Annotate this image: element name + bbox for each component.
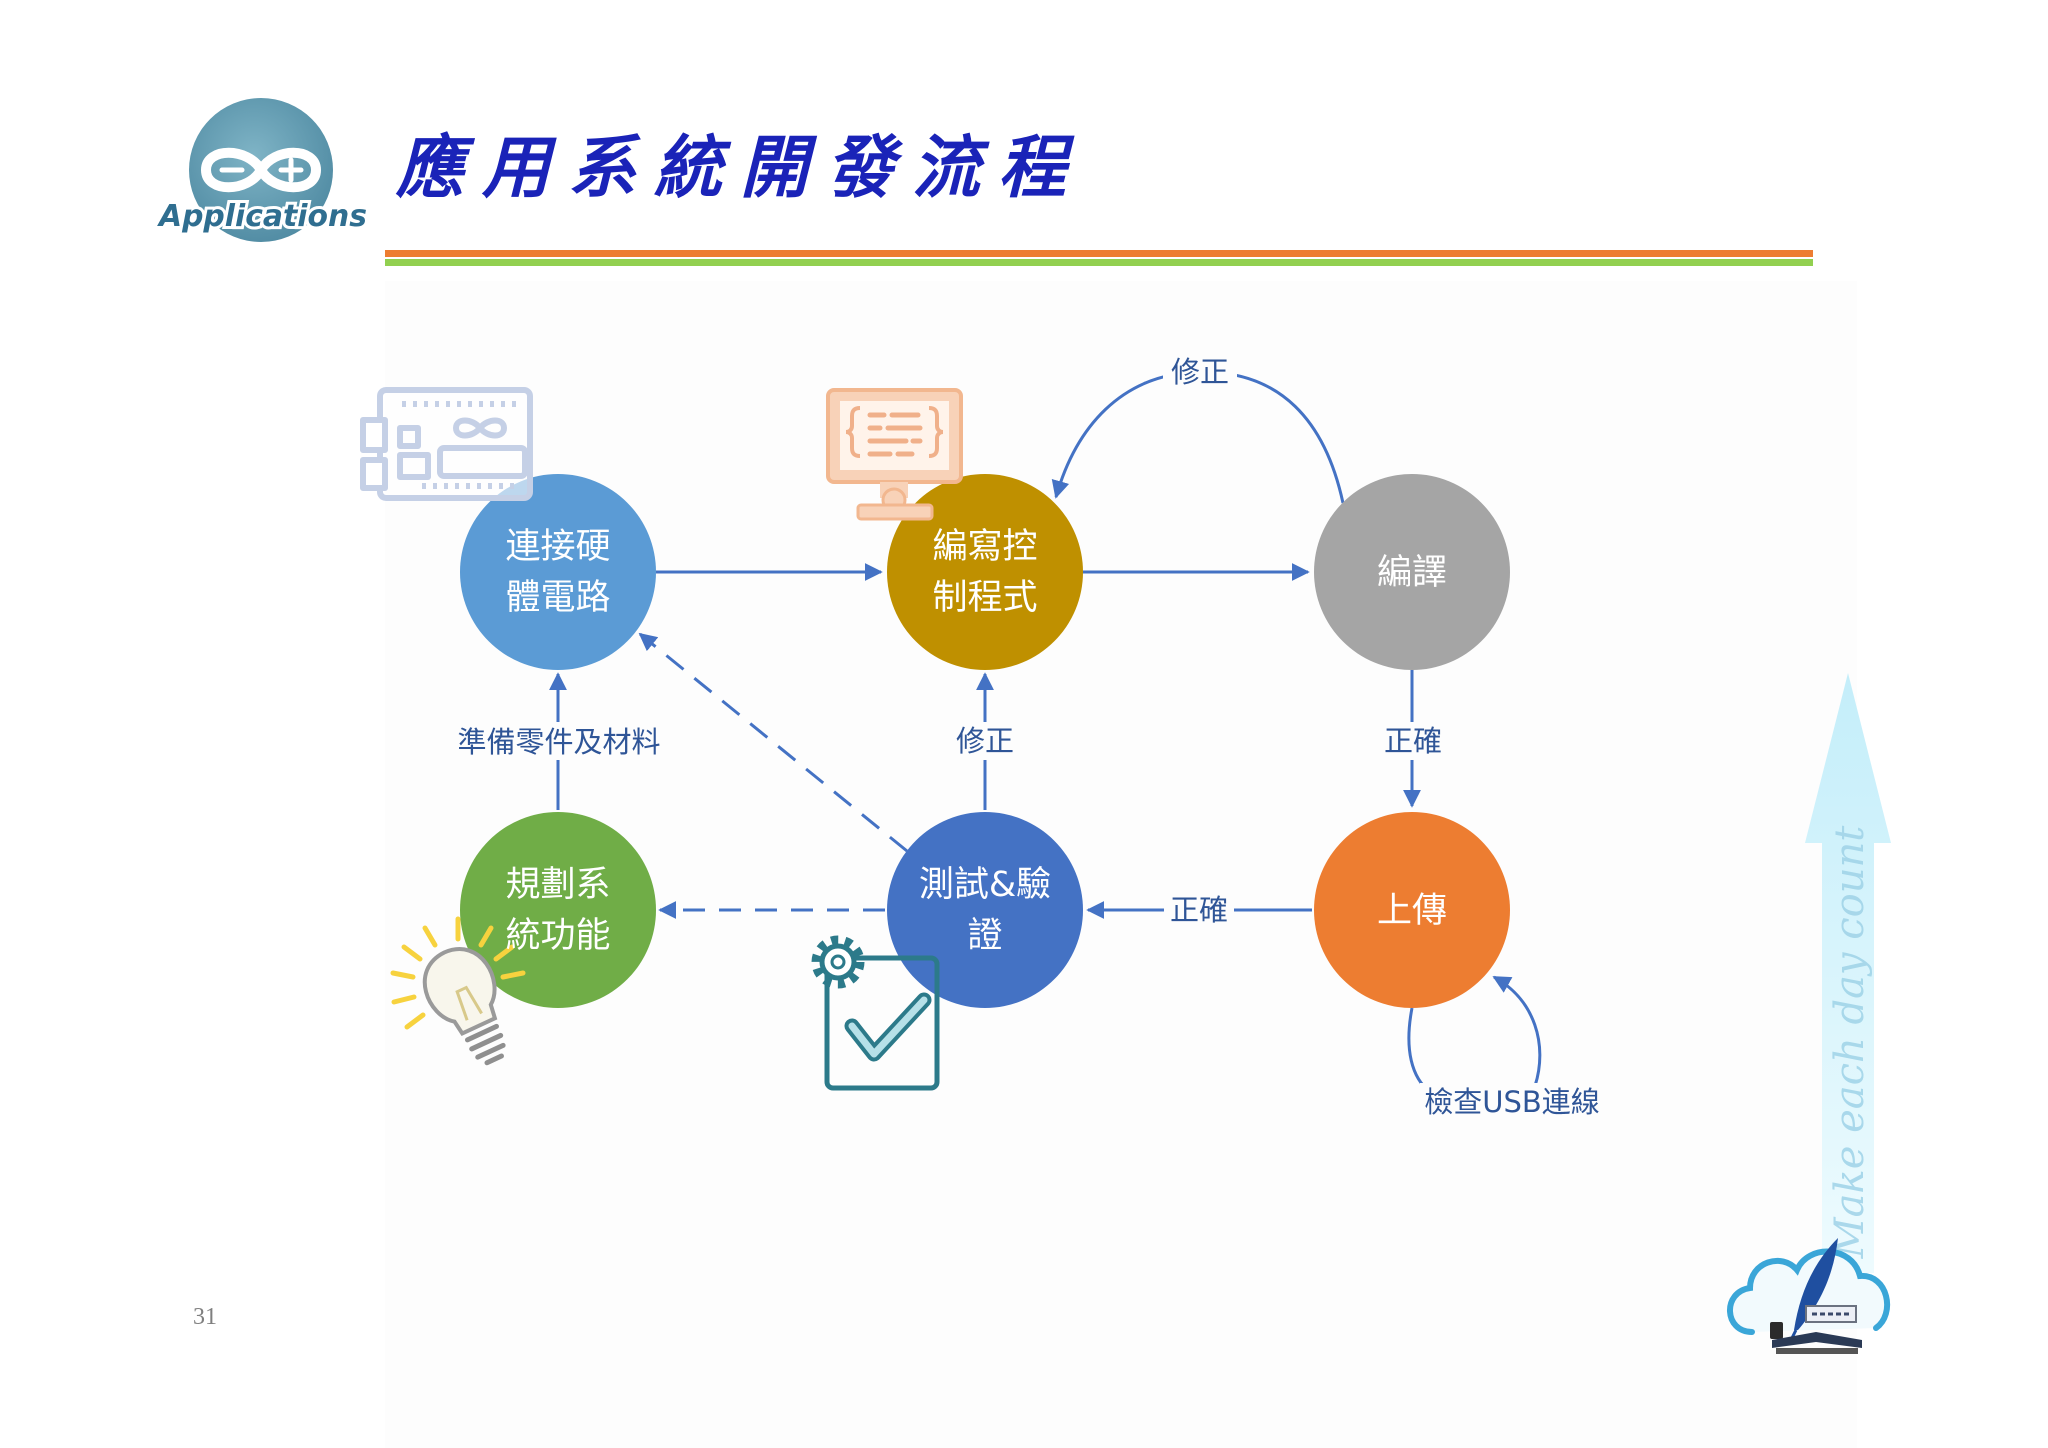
- node-plan: [460, 812, 656, 1008]
- node-upload: [1314, 812, 1510, 1008]
- edge-labels: 修正 正確 正確 檢查USB連線 修正 準備零件及材料: [448, 353, 1606, 1123]
- title-rule-green: [385, 259, 1813, 266]
- edge-label-upload-correct: 正確: [1170, 893, 1228, 927]
- node-test-line1: 測試&驗: [919, 865, 1051, 905]
- lightbulb-icon: [390, 916, 526, 1066]
- slide-title: 應用系統開發流程: [396, 128, 1085, 208]
- node-plan-line2: 統功能: [505, 916, 610, 956]
- edge-label-compile-correct: 正確: [1384, 724, 1442, 758]
- node-coding-line2: 制程式: [932, 578, 1037, 618]
- node-compile-line1: 編譯: [1377, 553, 1447, 593]
- logo-text: Applications: [157, 199, 367, 234]
- gear-checklist-icon: [811, 935, 940, 1091]
- nodes: [460, 474, 1510, 1008]
- node-hardware-line1: 連接硬: [505, 527, 610, 567]
- edge-label-prepare-parts: 準備零件及材料: [457, 725, 660, 759]
- node-compile: [1314, 474, 1510, 670]
- node-test-line2: 證: [967, 916, 1002, 956]
- edge-label-test-revise: 修正: [956, 724, 1014, 758]
- node-coding-line1: 編寫控: [932, 527, 1037, 567]
- edge-label-check-usb: 檢查USB連線: [1424, 1085, 1600, 1119]
- edge-test-to-hardware: [638, 632, 908, 853]
- node-upload-line1: 上傳: [1377, 891, 1447, 931]
- title-rule-orange: [385, 250, 1813, 257]
- edge-label-compile-revise: 修正: [1171, 355, 1229, 389]
- code-monitor-icon: [826, 388, 963, 521]
- page-number: 31: [193, 1304, 217, 1330]
- node-coding: [887, 474, 1083, 670]
- node-labels: 連接硬 體電路 編寫控 制程式 編譯 上傳 測試&驗 證 規劃系 統功能: [505, 527, 1447, 956]
- node-hardware: [460, 474, 656, 670]
- applications-logo: Applications: [154, 98, 370, 242]
- side-arrow: Make each day count: [1805, 673, 1891, 1273]
- side-arrow-text: Make each day count: [1827, 825, 1873, 1260]
- node-test: [887, 812, 1083, 1008]
- infinity-icon: [200, 147, 322, 193]
- side-arrow-shape: [1805, 673, 1891, 1273]
- arduino-board-icon: [360, 387, 533, 501]
- edge-upload-loop-end: [1492, 975, 1542, 1087]
- cloud-quill-book-logo: [1727, 1238, 1891, 1354]
- node-hardware-line2: 體電路: [505, 578, 610, 618]
- node-plan-line1: 規劃系: [505, 865, 610, 905]
